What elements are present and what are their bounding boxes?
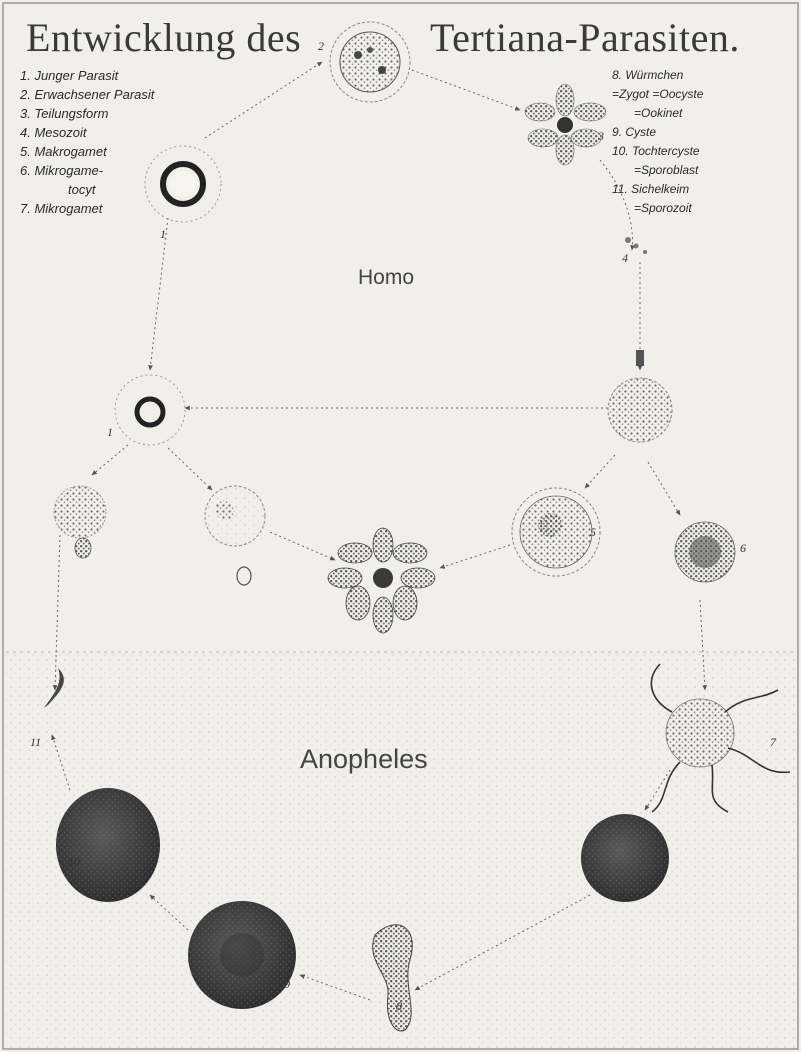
stage-6-microgametocyte (675, 522, 735, 582)
legend-item: 10. Tochtercyste (612, 142, 801, 161)
label-stage-7: 7 (770, 735, 777, 749)
stage-10-daughter-cyst (56, 788, 160, 902)
legend-anopheles-stages: 8. Würmchen =Zygot =Oocyste =Ookinet 9. … (612, 66, 801, 218)
legend-item: =Ookinet (612, 104, 801, 123)
stage-middle-budding-cell (205, 486, 265, 585)
stage-zygote-cyst (581, 814, 669, 902)
label-stage-1a: 1 (160, 227, 166, 241)
stage-3-division-form (525, 84, 606, 165)
label-stage-8: 8 (396, 999, 402, 1013)
legend-homo-stages: 1. Junger Parasit 2. Erwachsener Parasit… (20, 66, 190, 218)
legend-item: =Sporozoit (612, 199, 801, 218)
label-stage-1b: 1 (107, 425, 113, 439)
label-stage-6: 6 (740, 541, 746, 555)
legend-item: 3. Teilungsform (20, 104, 190, 123)
legend-item: 4. Mesozoit (20, 123, 190, 142)
legend-item: 9. Cyste (612, 123, 801, 142)
label-stage-9: 9 (284, 977, 290, 991)
legend-item: =Sporoblast (612, 161, 801, 180)
legend-item: 1. Junger Parasit (20, 66, 190, 85)
legend-item: 5. Makrogamet (20, 142, 190, 161)
label-stage-2: 2 (318, 39, 324, 53)
stage-2-adult-parasite (330, 22, 410, 102)
stage-5-macrogamete (512, 488, 600, 576)
stage-left-budding-cell (54, 486, 106, 558)
title-right: Tertiana-Parasiten. (430, 14, 740, 61)
label-stage-3: 3 (597, 129, 604, 143)
legend-item: 7. Mikrogamet (20, 199, 190, 218)
legend-item: 11. Sichelkeim (612, 180, 801, 199)
legend-item: 8. Würmchen (612, 66, 801, 85)
stage-rosette (328, 528, 435, 633)
legend-item: 2. Erwachsener Parasit (20, 85, 190, 104)
title-left: Entwicklung des (26, 14, 301, 61)
region-label-anopheles: Anopheles (300, 744, 428, 775)
label-stage-4: 4 (622, 251, 628, 265)
label-stage-10: 10 (68, 855, 80, 869)
legend-item: =Zygot =Oocyste (612, 85, 801, 104)
legend-item: 6. Mikrogame- (20, 161, 190, 180)
stage-9-cyst (188, 901, 296, 1009)
stage-4-mesozoite (625, 237, 647, 254)
region-label-homo: Homo (358, 266, 414, 290)
label-stage-5: 5 (590, 525, 596, 539)
stage-1-ring-middle (115, 375, 185, 445)
legend-item: tocyt (20, 180, 190, 199)
stage-growing-parasite (608, 350, 672, 442)
label-stage-11: 11 (30, 735, 41, 749)
